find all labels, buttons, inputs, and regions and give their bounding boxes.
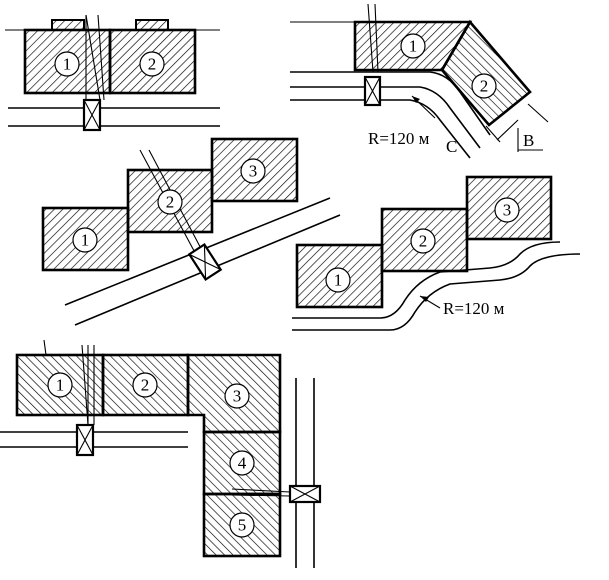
layout-e: 1 2 3 4 5	[0, 339, 322, 568]
roof-element	[51, 19, 85, 31]
block-number-marker	[400, 33, 426, 59]
block-number: 2	[166, 193, 175, 212]
joint-line	[367, 3, 374, 73]
block-number-marker	[471, 73, 497, 99]
block-number: 2	[419, 232, 428, 251]
block-number-marker	[410, 228, 436, 254]
block-number: 1	[63, 55, 72, 74]
radius-label: R=120 м	[368, 129, 430, 148]
building-block	[440, 19, 532, 127]
block-number-marker	[132, 372, 158, 398]
arrow-head	[412, 96, 420, 103]
roof-element	[135, 19, 169, 31]
joint-line	[231, 488, 291, 493]
arrow-head	[420, 296, 429, 302]
layout-a: 1 2	[5, 14, 220, 132]
block-number-marker	[229, 450, 255, 476]
block-number: 3	[503, 201, 512, 220]
crossing-box	[187, 242, 223, 282]
crossing-box	[363, 75, 382, 107]
block-number: 5	[238, 516, 247, 535]
dimension-line	[527, 103, 549, 123]
block-number-marker	[54, 51, 80, 77]
block-number: 1	[409, 37, 418, 56]
block-number-marker	[139, 51, 165, 77]
letter-b: B	[523, 131, 534, 150]
road-edge	[292, 253, 581, 331]
crossing-box	[82, 98, 102, 132]
joint-line	[81, 344, 89, 426]
block-number: 3	[233, 387, 242, 406]
layout-b: R=120 м C B 1 2	[290, 3, 549, 159]
road-edge	[290, 86, 481, 149]
road-edge	[290, 71, 491, 136]
block-number-marker	[47, 372, 73, 398]
layout-d: R=120 м 1 2 3	[292, 175, 581, 331]
block-number-marker	[325, 267, 351, 293]
layout-c: 1 2 3	[41, 137, 341, 326]
joint-line	[97, 14, 105, 101]
road-edge	[292, 241, 561, 319]
block-number: 4	[238, 454, 247, 473]
joint-line	[374, 3, 379, 73]
block-number: 2	[480, 77, 489, 96]
block-number-marker	[240, 158, 266, 184]
road-edge	[290, 99, 471, 159]
letter-c: C	[446, 137, 457, 156]
block-number: 1	[81, 231, 90, 250]
block-number-marker	[229, 512, 255, 538]
dimension-tick	[485, 125, 501, 143]
joint-line	[85, 14, 101, 101]
block-number: 1	[56, 376, 65, 395]
radius-label: R=120 м	[443, 299, 505, 318]
block-number-marker	[224, 383, 250, 409]
crossing-box	[288, 484, 322, 504]
section-mark	[43, 339, 47, 356]
block-number-marker	[157, 189, 183, 215]
joint-line	[231, 494, 291, 497]
block-number: 3	[249, 162, 258, 181]
dimension-line	[496, 119, 519, 141]
block-number: 2	[141, 376, 150, 395]
crossing-box	[75, 423, 95, 457]
block-number: 2	[148, 55, 157, 74]
block-number-marker	[72, 227, 98, 253]
block-number: 1	[334, 271, 343, 290]
block-number-marker	[494, 197, 520, 223]
